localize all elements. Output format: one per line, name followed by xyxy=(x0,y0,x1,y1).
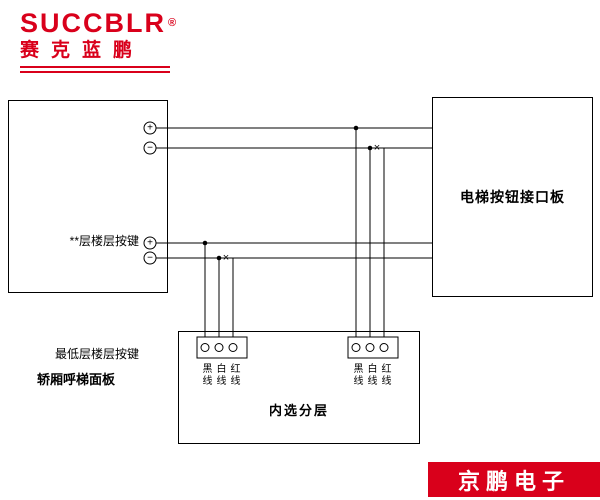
wire-label-white-left: 白线 xyxy=(214,363,225,387)
junction-dot xyxy=(367,145,373,151)
wire-label-black-right: 黑线 xyxy=(351,363,362,387)
brand-logo-text: SUCCBLR® xyxy=(20,8,178,38)
screw-terminal-icon xyxy=(214,343,224,352)
call-panel-title: 轿厢呼梯面板 xyxy=(37,372,116,387)
interface-board-title: 电梯按钮接口板 xyxy=(460,189,565,205)
junction-dot xyxy=(216,255,222,261)
wires xyxy=(156,127,432,337)
minus-terminal-icon xyxy=(143,251,157,265)
cut-mark-icon: × xyxy=(223,252,229,264)
call-panel-terminals: + − + − xyxy=(143,121,157,265)
floor-module-title: 内选分层 xyxy=(268,403,329,418)
brand-logo-chinese: 赛克蓝鹏 xyxy=(20,40,145,61)
wire-label-red-left: 红线 xyxy=(228,363,239,387)
plus-terminal-icon xyxy=(143,236,157,250)
plus-symbol: + xyxy=(147,238,153,249)
junction-dot xyxy=(353,125,359,131)
interface-board-box: 电梯按钮接口板 xyxy=(432,97,593,297)
cut-marks: × × xyxy=(223,142,380,264)
junction-dots xyxy=(202,125,373,261)
call-panel-box: **层楼层按键 最低层楼层按键 轿厢呼梯面板 xyxy=(8,100,168,387)
screw-terminal-icon xyxy=(365,343,375,352)
screw-terminal-icon xyxy=(200,343,210,352)
plus-symbol: + xyxy=(147,123,153,134)
connector-blocks xyxy=(196,336,399,359)
junction-dot xyxy=(202,240,208,246)
minus-symbol: − xyxy=(147,253,153,264)
brand-logo: SUCCBLR® 赛克蓝鹏 xyxy=(20,8,178,73)
lowest-floor-button-label: 最低层楼层按键 xyxy=(54,347,139,361)
minus-terminal-icon xyxy=(143,141,157,155)
plus-terminal-icon xyxy=(143,121,157,135)
brand-name: SUCCBLR xyxy=(20,8,166,38)
logo-underline-bottom xyxy=(20,71,170,73)
screw-terminal-icon xyxy=(351,343,361,352)
cut-mark-icon: × xyxy=(374,142,380,154)
terminal-symbols: + − + − xyxy=(147,123,153,264)
logo-underline-top xyxy=(20,66,170,68)
screw-terminal-icon xyxy=(228,343,238,352)
wire-label-black-left: 黑线 xyxy=(200,363,211,387)
minus-symbol: − xyxy=(147,143,153,154)
registered-mark-icon: ® xyxy=(168,17,179,29)
screw-terminal-icon xyxy=(379,343,389,352)
company-banner: 京鹏电子 xyxy=(428,462,600,497)
wire-label-white-right: 白线 xyxy=(365,363,376,387)
floor-button-label: **层楼层按键 xyxy=(69,234,139,248)
wire-label-red-right: 红线 xyxy=(379,363,390,387)
